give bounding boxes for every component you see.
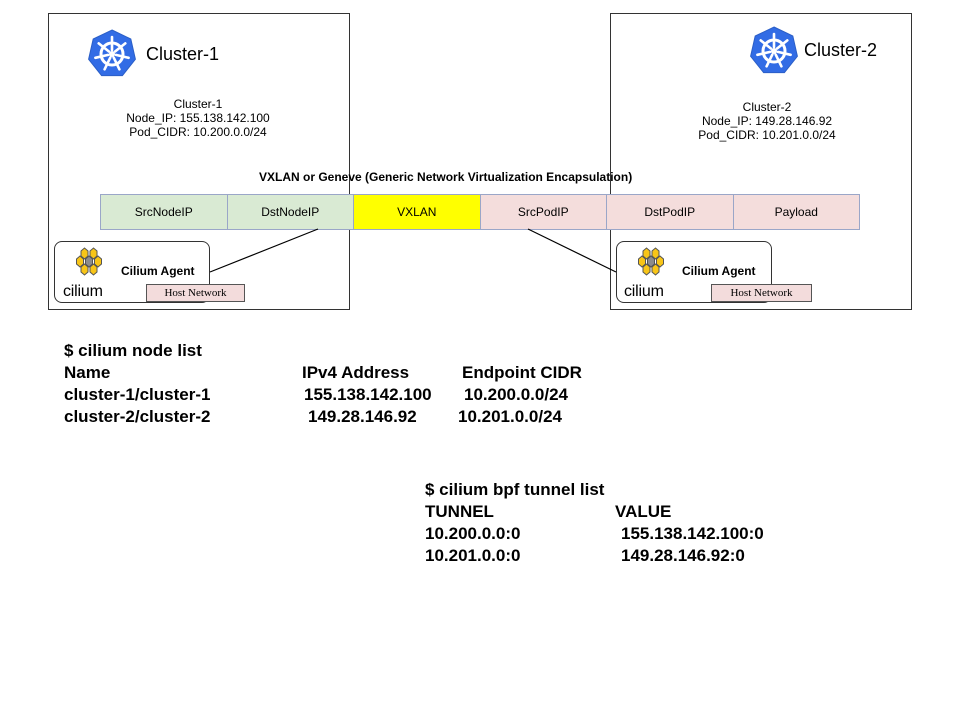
packet-field-src-pod-ip: SrcPodIP <box>480 195 607 229</box>
node-list-command: $ cilium node list <box>64 341 202 360</box>
cluster-2-node-ip: Node_IP: 149.28.146.92 <box>701 114 833 128</box>
cluster-1-cilium-agent-label: Cilium Agent <box>121 264 195 278</box>
cluster-2-host-network: Host Network <box>711 284 812 302</box>
cluster-2-info-name: Cluster-2 <box>742 100 792 114</box>
packet-field-payload: Payload <box>733 195 859 229</box>
node-list-header-cidr: Endpoint CIDR <box>462 363 582 382</box>
node-list-header-ipv4: IPv4 Address <box>302 363 410 382</box>
tunnel-list-header-tunnel: TUNNEL <box>425 502 494 521</box>
node-list-cell-name: cluster-2/cluster-2 <box>64 407 211 426</box>
packet-field-dst-node-ip: DstNodeIP <box>227 195 354 229</box>
node-list-cell-cidr: 10.200.0.0/24 <box>464 385 568 404</box>
node-list-output: $ cilium node list Name IPv4 Address End… <box>64 340 624 428</box>
cluster-1-node-ip: Node_IP: 155.138.142.100 <box>126 111 270 125</box>
cilium-hexagon-icon <box>76 247 102 276</box>
cluster-1-pod-cidr: Pod_CIDR: 10.200.0.0/24 <box>129 125 267 139</box>
node-list-header-row: Name IPv4 Address Endpoint CIDR <box>64 362 624 384</box>
cluster-1-cilium-wordmark: cilium <box>63 283 103 300</box>
node-list-cell-ipv4: 149.28.146.92 <box>308 407 417 426</box>
cluster-2-pod-cidr: Pod_CIDR: 10.201.0.0/24 <box>698 128 836 142</box>
tunnel-list-command: $ cilium bpf tunnel list <box>425 480 605 499</box>
connector-src-pod-ip-to-cluster-2 <box>527 228 617 273</box>
cluster-1-heading: Cluster-1 <box>146 44 220 64</box>
tunnel-list-cell-tunnel: 10.201.0.0:0 <box>425 546 521 565</box>
cluster-1-info: Cluster-1 Node_IP: 155.138.142.100 Pod_C… <box>98 97 298 139</box>
node-list-cell-name: cluster-1/cluster-1 <box>64 385 211 404</box>
node-list-row: cluster-2/cluster-2 149.28.146.92 10.201… <box>64 406 624 428</box>
cluster-2-cilium-agent-label: Cilium Agent <box>682 264 756 278</box>
node-list-cell-cidr: 10.201.0.0/24 <box>458 407 562 426</box>
node-list-row: cluster-1/cluster-1 155.138.142.100 10.2… <box>64 384 624 406</box>
cluster-1-info-name: Cluster-1 <box>173 97 223 111</box>
encapsulation-title: VXLAN or Geneve (Generic Network Virtual… <box>259 170 633 184</box>
tunnel-list-header-value: VALUE <box>615 502 672 521</box>
encapsulated-packet: SrcNodeIP DstNodeIP VXLAN SrcPodIP DstPo… <box>100 194 860 230</box>
tunnel-list-cell-value: 155.138.142.100:0 <box>621 524 764 543</box>
cluster-1-host-network: Host Network <box>146 284 245 302</box>
cluster-2-cilium-wordmark: cilium <box>624 283 664 300</box>
packet-field-dst-pod-ip: DstPodIP <box>607 195 734 229</box>
connector-cluster-1-to-dst-node-ip <box>209 228 319 273</box>
node-list-header-name: Name <box>64 363 111 382</box>
cluster-2-heading: Cluster-2 <box>804 40 878 60</box>
kubernetes-helm-icon <box>750 26 798 74</box>
tunnel-list-output: $ cilium bpf tunnel list TUNNEL VALUE 10… <box>425 479 825 567</box>
tunnel-list-row: 10.200.0.0:0 155.138.142.100:0 <box>425 523 825 545</box>
packet-field-src-node-ip: SrcNodeIP <box>101 195 228 229</box>
tunnel-list-header-row: TUNNEL VALUE <box>425 501 825 523</box>
cilium-hexagon-icon <box>638 247 664 276</box>
packet-field-vxlan: VXLAN <box>354 195 481 229</box>
tunnel-list-row: 10.201.0.0:0 149.28.146.92:0 <box>425 545 825 567</box>
cluster-2-info: Cluster-2 Node_IP: 149.28.146.92 Pod_CID… <box>667 100 867 142</box>
node-list-cell-ipv4: 155.138.142.100 <box>304 385 432 404</box>
tunnel-list-cell-value: 149.28.146.92:0 <box>621 546 745 565</box>
kubernetes-helm-icon <box>88 29 136 77</box>
tunnel-list-cell-tunnel: 10.200.0.0:0 <box>425 524 521 543</box>
